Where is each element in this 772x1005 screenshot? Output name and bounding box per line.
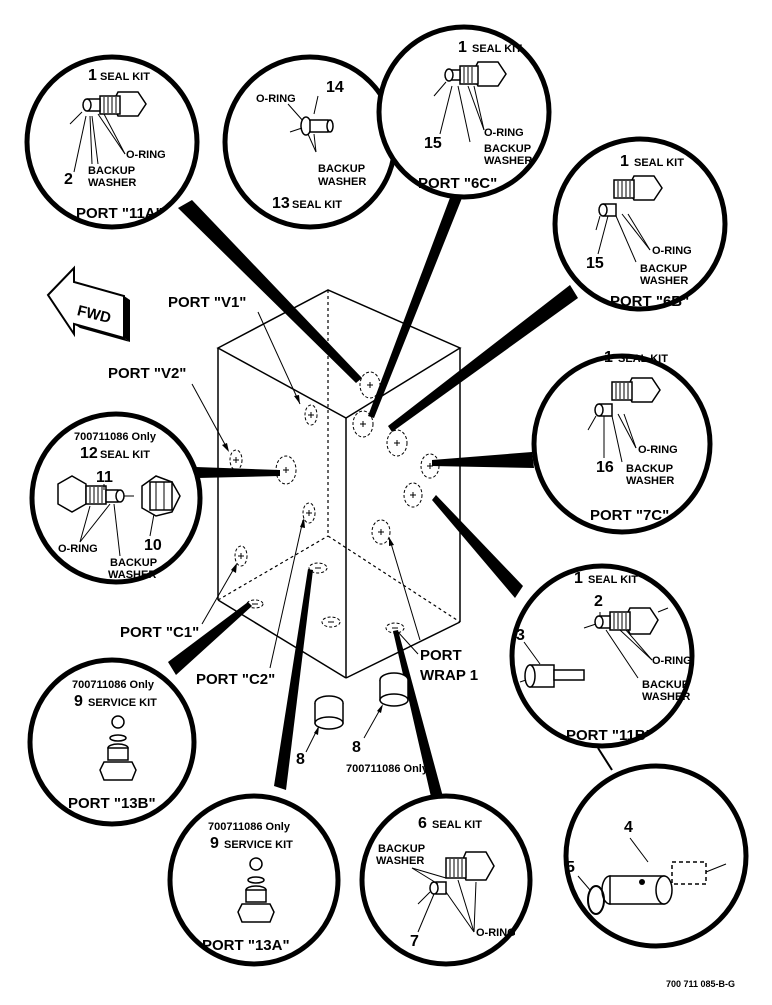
svg-text:BACKUP: BACKUP — [378, 843, 425, 855]
svg-text:O-RING: O-RING — [652, 655, 692, 667]
svg-text:15: 15 — [424, 135, 442, 152]
svg-text:9: 9 — [210, 835, 219, 852]
port-v1-label: PORT "V1" — [168, 294, 246, 311]
callout-parts-4-5: 4 5 — [563, 763, 749, 949]
svg-text:BACKUP: BACKUP — [640, 263, 687, 275]
drawing-id: 700 711 085-B-G — [666, 979, 735, 989]
port-c2-label: PORT "C2" — [196, 671, 275, 688]
svg-text:O-RING: O-RING — [638, 444, 678, 456]
svg-text:PORT "11A": PORT "11A" — [76, 205, 163, 222]
svg-text:700711086 Only: 700711086 Only — [208, 821, 291, 833]
svg-text:BACKUP: BACKUP — [484, 143, 531, 155]
callout-port-7c: 1 SEAL KIT O-RING BACKUP WASHER 16 PORT … — [531, 349, 713, 535]
svg-text:SEAL KIT: SEAL KIT — [618, 353, 668, 365]
svg-text:10: 10 — [144, 537, 162, 554]
svg-text:WASHER: WASHER — [484, 155, 532, 167]
svg-text:1: 1 — [88, 67, 97, 84]
svg-text:WASHER: WASHER — [108, 569, 156, 581]
svg-text:SEAL KIT: SEAL KIT — [634, 157, 684, 169]
svg-text:700711086 Only: 700711086 Only — [74, 431, 157, 443]
svg-text:WASHER: WASHER — [640, 275, 688, 287]
svg-text:SEAL KIT: SEAL KIT — [432, 819, 482, 831]
svg-text:4: 4 — [624, 819, 633, 836]
port-wrap1-label-line1: PORT — [420, 647, 462, 664]
svg-text:BACKUP: BACKUP — [626, 463, 673, 475]
svg-text:PORT "7C": PORT "7C" — [590, 507, 669, 524]
svg-text:WASHER: WASHER — [318, 176, 366, 188]
svg-text:SEAL KIT: SEAL KIT — [100, 71, 150, 83]
callout-port-13b: 700711086 Only 9 SERVICE KIT PORT "13B" — [27, 657, 197, 827]
port-c1-label: PORT "C1" — [120, 624, 199, 641]
svg-text:O-RING: O-RING — [652, 245, 692, 257]
svg-text:PORT "6B": PORT "6B" — [610, 293, 689, 310]
svg-text:13: 13 — [272, 195, 290, 212]
callout-port-11b: 1 SEAL KIT 2 3 O-RING BACKUP WASHER PORT… — [509, 563, 695, 749]
svg-text:SEAL KIT: SEAL KIT — [292, 199, 342, 211]
callout-wedges — [168, 195, 613, 810]
block-port-labels: PORT "V1" PORT "V2" PORT "C1" PORT "C2" … — [108, 294, 478, 688]
svg-text:6: 6 — [418, 815, 427, 832]
svg-text:7: 7 — [410, 933, 419, 950]
svg-text:PORT "6C": PORT "6C" — [418, 175, 497, 192]
plug-right-note: 700711086 Only — [346, 763, 429, 775]
svg-text:11: 11 — [96, 469, 113, 486]
svg-text:BACKUP: BACKUP — [642, 679, 689, 691]
callout-seal-kit-13: O-RING 14 BACKUP WASHER 13 SEAL KIT — [222, 54, 398, 230]
svg-text:BACKUP: BACKUP — [110, 557, 157, 569]
svg-text:WASHER: WASHER — [88, 177, 136, 189]
svg-text:SERVICE KIT: SERVICE KIT — [224, 839, 293, 851]
svg-text:O-RING: O-RING — [476, 927, 516, 939]
svg-text:O-RING: O-RING — [126, 149, 166, 161]
svg-text:14: 14 — [326, 79, 344, 96]
port-wrap1-label-line2: WRAP 1 — [420, 667, 478, 684]
plug-right: 8 700711086 Only — [346, 672, 429, 775]
svg-text:9: 9 — [74, 693, 83, 710]
svg-text:1: 1 — [604, 349, 613, 366]
svg-text:SEAL KIT: SEAL KIT — [100, 449, 150, 461]
svg-text:2: 2 — [594, 593, 603, 610]
svg-text:PORT "13B": PORT "13B" — [68, 795, 156, 812]
callout-seal-kit-6: 6 SEAL KIT BACKUP WASHER 7 O-RING — [359, 793, 533, 967]
callout-port-6b: 1 SEAL KIT O-RING BACKUP WASHER 15 PORT … — [552, 136, 728, 312]
svg-text:WASHER: WASHER — [376, 855, 424, 867]
svg-text:16: 16 — [596, 459, 614, 476]
fwd-arrow-icon: FWD — [46, 265, 130, 342]
svg-text:WASHER: WASHER — [626, 475, 674, 487]
plug-left-number: 8 — [296, 751, 305, 768]
svg-text:O-RING: O-RING — [256, 93, 296, 105]
plug-right-number: 8 — [352, 739, 361, 756]
svg-text:BACKUP: BACKUP — [318, 163, 365, 175]
port-v2-label: PORT "V2" — [108, 365, 186, 382]
svg-text:BACKUP: BACKUP — [88, 165, 135, 177]
svg-text:SEAL KIT: SEAL KIT — [588, 574, 638, 586]
svg-text:12: 12 — [80, 445, 98, 462]
manifold-block — [216, 289, 462, 679]
svg-text:5: 5 — [566, 859, 575, 876]
svg-text:WASHER: WASHER — [642, 691, 690, 703]
svg-text:1: 1 — [620, 153, 629, 170]
port-markers — [229, 371, 440, 634]
svg-text:3: 3 — [516, 627, 525, 644]
svg-text:1: 1 — [458, 39, 467, 56]
svg-text:700711086 Only: 700711086 Only — [72, 679, 155, 691]
callout-port-11a: 1 SEAL KIT O-RING BACKUP WASHER 2 PORT "… — [24, 54, 200, 230]
svg-text:PORT "11B": PORT "11B" — [566, 727, 653, 744]
svg-text:SERVICE KIT: SERVICE KIT — [88, 697, 157, 709]
callout-seal-kit-12: 700711086 Only 12 SEAL KIT 11 10 O-RING … — [29, 411, 203, 585]
svg-text:PORT "13A": PORT "13A" — [202, 937, 290, 954]
plug-left: 8 — [296, 695, 344, 768]
svg-text:15: 15 — [586, 255, 604, 272]
svg-text:1: 1 — [574, 570, 583, 587]
svg-text:SEAL KIT: SEAL KIT — [472, 43, 522, 55]
callout-port-13a: 700711086 Only 9 SERVICE KIT PORT "13A" — [167, 793, 341, 967]
svg-text:2: 2 — [64, 171, 73, 188]
svg-text:O-RING: O-RING — [484, 127, 524, 139]
svg-text:O-RING: O-RING — [58, 543, 98, 555]
callout-port-6c: 1 SEAL KIT O-RING BACKUP WASHER 15 PORT … — [376, 24, 552, 200]
